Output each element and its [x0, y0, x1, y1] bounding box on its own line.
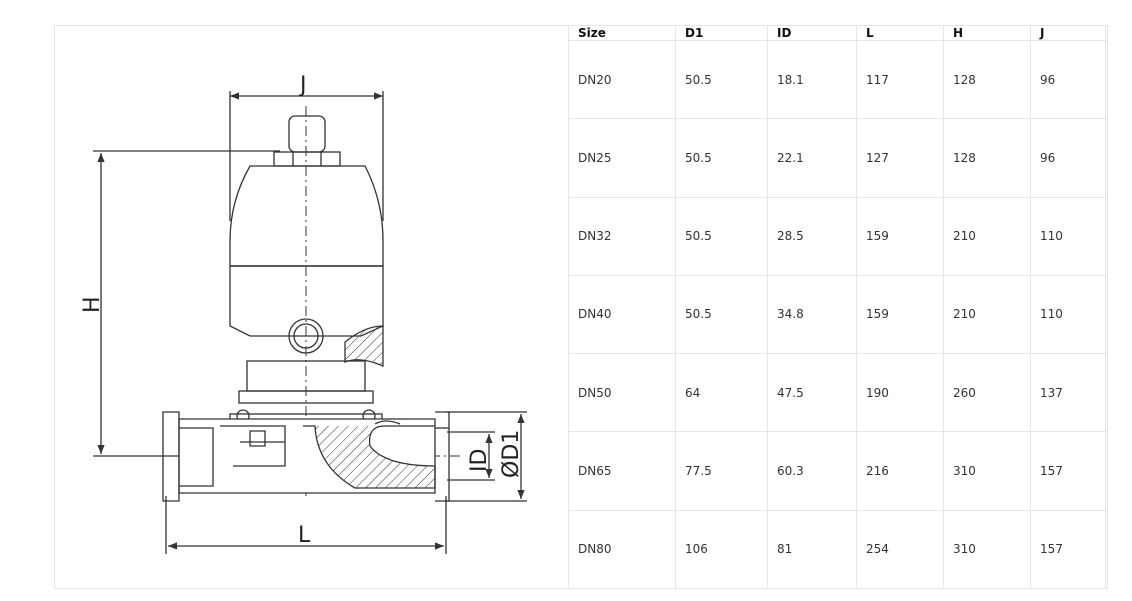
dimension-id-d1: ID ØD1: [445, 411, 527, 502]
cell-id: 34.8: [767, 274, 857, 355]
cell-j: 96: [1030, 39, 1108, 120]
header-size: Size: [568, 25, 676, 41]
cell-h: 310: [943, 509, 1031, 590]
cell-j: 110: [1030, 196, 1108, 276]
cell-d1: 106: [675, 509, 768, 590]
cell-d1: 50.5: [675, 274, 768, 355]
table-row: DN20 50.5 18.1 117 128 96: [568, 39, 1108, 120]
cell-h: 210: [943, 196, 1031, 276]
cell-l: 159: [856, 274, 944, 355]
cell-l: 117: [856, 39, 944, 120]
cell-d1: 50.5: [675, 118, 768, 198]
cell-d1: 64: [675, 353, 768, 433]
table-row: DN32 50.5 28.5 159 210 110: [568, 196, 1108, 276]
cell-d1: 77.5: [675, 431, 768, 511]
table-row: DN65 77.5 60.3 216 310 157: [568, 431, 1108, 511]
header-j: J: [1030, 25, 1108, 41]
dimension-l: L: [165, 496, 447, 554]
cell-l: 216: [856, 431, 944, 511]
table-header-row: Size D1 ID L H J: [568, 25, 1108, 41]
label-j: J: [298, 73, 307, 98]
size-spec-table: Size D1 ID L H J DN20 50.5 18.1 117 128 …: [568, 25, 1108, 590]
cell-size: DN80: [568, 509, 676, 590]
cell-size: DN50: [568, 353, 676, 433]
cell-id: 22.1: [767, 118, 857, 198]
valve-technical-drawing: J H L ID ØD1: [55, 26, 567, 588]
cell-id: 28.5: [767, 196, 857, 276]
cell-j: 96: [1030, 118, 1108, 198]
dimension-j: J: [229, 73, 384, 221]
cell-j: 110: [1030, 274, 1108, 355]
cell-l: 159: [856, 196, 944, 276]
cell-size: DN25: [568, 118, 676, 198]
cell-id: 81: [767, 509, 857, 590]
cell-j: 157: [1030, 509, 1108, 590]
cell-h: 210: [943, 274, 1031, 355]
valve-body: [162, 115, 450, 502]
cell-d1: 50.5: [675, 39, 768, 120]
cell-id: 18.1: [767, 39, 857, 120]
label-id: ID: [467, 449, 492, 472]
label-h: H: [80, 296, 105, 313]
cell-j: 157: [1030, 431, 1108, 511]
table-row: DN25 50.5 22.1 127 128 96: [568, 118, 1108, 198]
cell-size: DN65: [568, 431, 676, 511]
cell-size: DN40: [568, 274, 676, 355]
cell-l: 190: [856, 353, 944, 433]
cell-size: DN32: [568, 196, 676, 276]
table-row: DN80 106 81 254 310 157: [568, 509, 1108, 590]
table-row: DN50 64 47.5 190 260 137: [568, 353, 1108, 433]
header-h: H: [943, 25, 1031, 41]
dimension-h: H: [80, 150, 280, 457]
table-row: DN40 50.5 34.8 159 210 110: [568, 274, 1108, 355]
cell-id: 60.3: [767, 431, 857, 511]
label-d1: ØD1: [499, 430, 524, 478]
cell-j: 137: [1030, 353, 1108, 433]
cell-h: 260: [943, 353, 1031, 433]
cell-d1: 50.5: [675, 196, 768, 276]
label-l: L: [298, 523, 311, 548]
cell-id: 47.5: [767, 353, 857, 433]
cell-h: 128: [943, 39, 1031, 120]
cell-l: 127: [856, 118, 944, 198]
header-id: ID: [767, 25, 857, 41]
cell-h: 128: [943, 118, 1031, 198]
header-d1: D1: [675, 25, 768, 41]
cell-h: 310: [943, 431, 1031, 511]
header-l: L: [856, 25, 944, 41]
cell-l: 254: [856, 509, 944, 590]
cell-size: DN20: [568, 39, 676, 120]
